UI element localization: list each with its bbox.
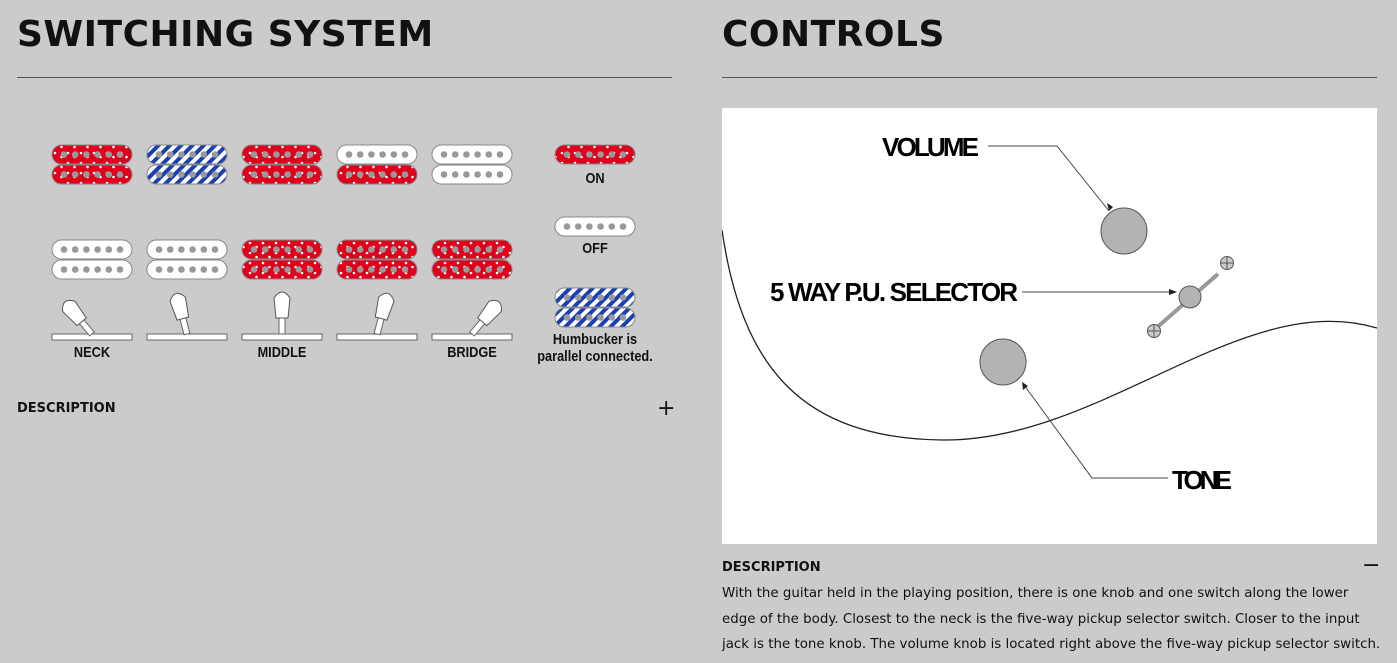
switch-position-label: NECK [73,344,111,361]
controls-title: CONTROLS [722,14,945,55]
pickup-coil-off [146,259,228,280]
legend-off-label: OFF [582,240,608,257]
switching-system-title: SWITCHING SYSTEM [17,14,434,55]
divider [17,77,672,78]
selector-switch-icon [431,299,513,341]
pickup-coil-off [146,239,228,260]
pickup-coil-on [241,164,323,185]
pickup-coil-off [431,164,513,185]
legend-on-label: ON [585,170,605,187]
pickup-coil-on [336,259,418,280]
selector-switch-icon [51,299,133,341]
pickup-coil-parallel [146,144,228,165]
pickup-coil-on [241,239,323,260]
pickup-coil-on [51,144,133,165]
pickup-coil-off [554,216,636,237]
collapse-icon[interactable]: − [1362,553,1381,578]
pickup-coil-parallel [554,287,636,308]
selector-switch-icon [241,291,323,341]
expand-icon[interactable]: + [657,396,676,421]
pickup-coil-on [336,239,418,260]
tone-label: TONE [1172,465,1232,495]
pickup-coil-off [51,239,133,260]
divider [722,77,1377,78]
pickup-coil-off [431,144,513,165]
selector-label: 5 WAY P.U. SELECTOR [770,277,1018,307]
pickup-coil-on [51,164,133,185]
switching-description-toggle[interactable]: DESCRIPTION [17,401,116,416]
pickup-coil-parallel [146,164,228,185]
selector-switch [1178,285,1202,309]
pickup-coil-parallel [554,307,636,328]
guitar-body-outline [722,229,1377,441]
pickup-coil-on [431,259,513,280]
pickup-coil-on [336,164,418,185]
pickup-coil-off [336,144,418,165]
selector-switch-icon [336,292,418,341]
controls-description-text: With the guitar held in the playing posi… [722,586,1381,652]
controls-description-toggle[interactable]: DESCRIPTION [722,560,821,575]
switch-position-label: MIDDLE [257,344,307,361]
volume-knob [1100,207,1148,255]
pickup-coil-on [241,144,323,165]
pickup-coil-off [51,259,133,280]
switching-diagram [51,144,636,341]
selector-switch-icon [146,292,228,341]
switch-position-label: BRIDGE [447,344,497,361]
controls-diagram: VOLUME 5 WAY P.U. SELECTOR TONE [722,108,1377,544]
pickup-coil-on [554,144,636,165]
legend-parallel-line1: Humbucker is [552,331,638,348]
volume-label: VOLUME [882,132,979,162]
legend-parallel-line2: parallel connected. [537,348,653,365]
pickup-coil-on [241,259,323,280]
pickup-coil-on [431,239,513,260]
tone-knob [979,338,1027,386]
